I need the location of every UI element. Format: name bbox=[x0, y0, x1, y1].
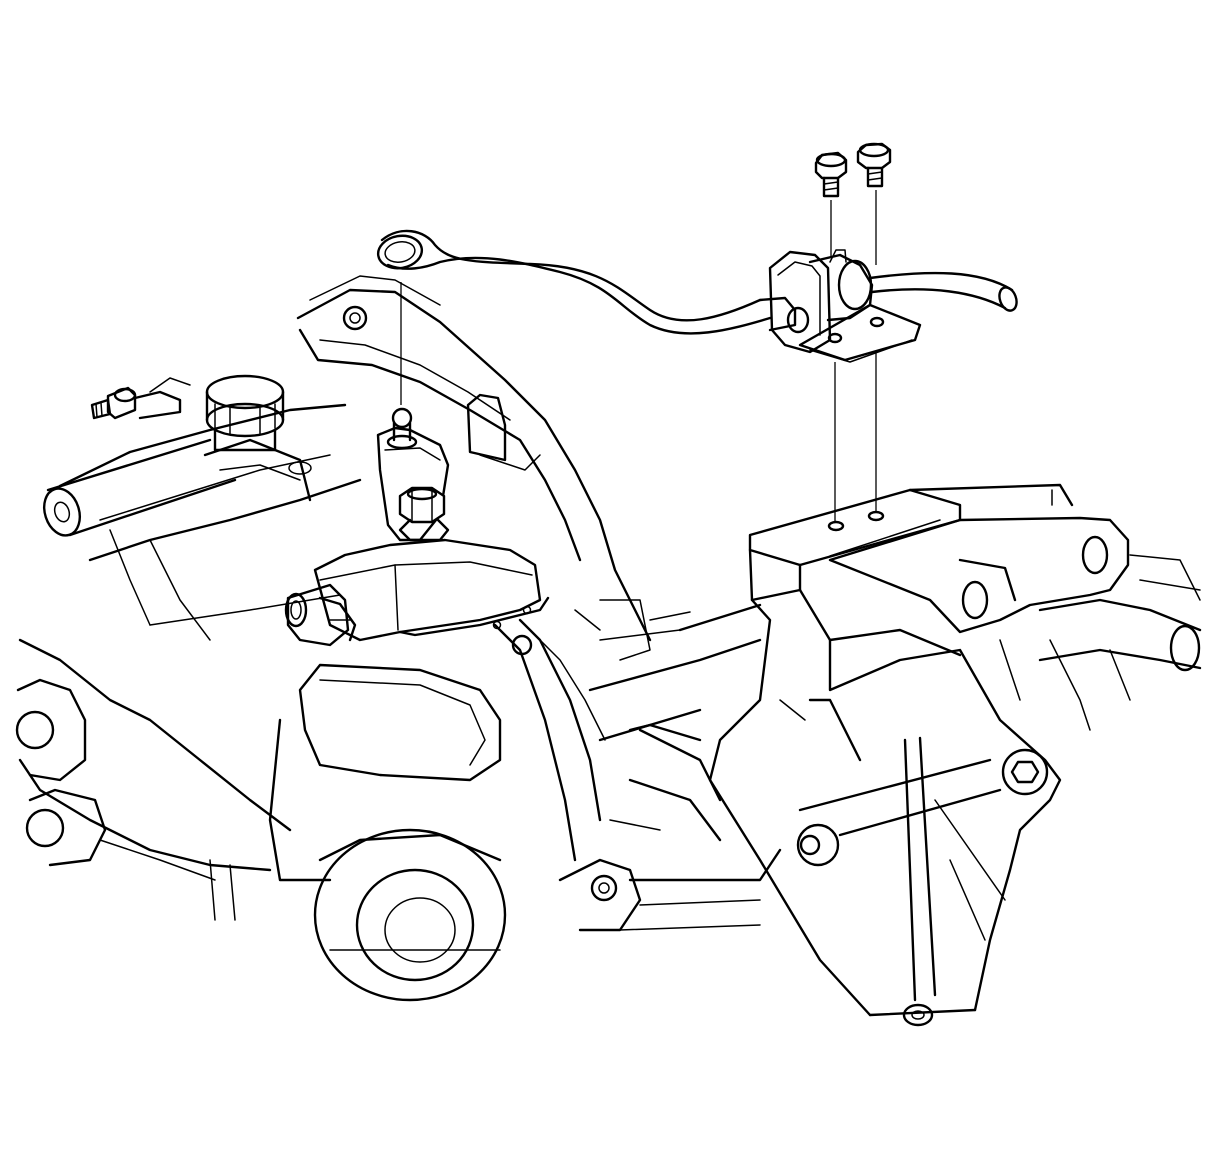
cable-bracket bbox=[758, 249, 922, 363]
mounting-bolt bbox=[814, 151, 848, 198]
mounting-bolt bbox=[856, 142, 892, 188]
mount-bracket bbox=[708, 483, 1130, 1027]
control-cable bbox=[376, 229, 1018, 335]
fill-cap bbox=[203, 374, 312, 502]
stud-bolt bbox=[90, 377, 191, 420]
lever-retaining-nut bbox=[398, 486, 450, 542]
output-shaft bbox=[628, 603, 762, 742]
transaxle-case bbox=[15, 275, 1202, 1002]
alignment-lines bbox=[400, 190, 877, 522]
range-sensor-connector bbox=[284, 538, 550, 647]
